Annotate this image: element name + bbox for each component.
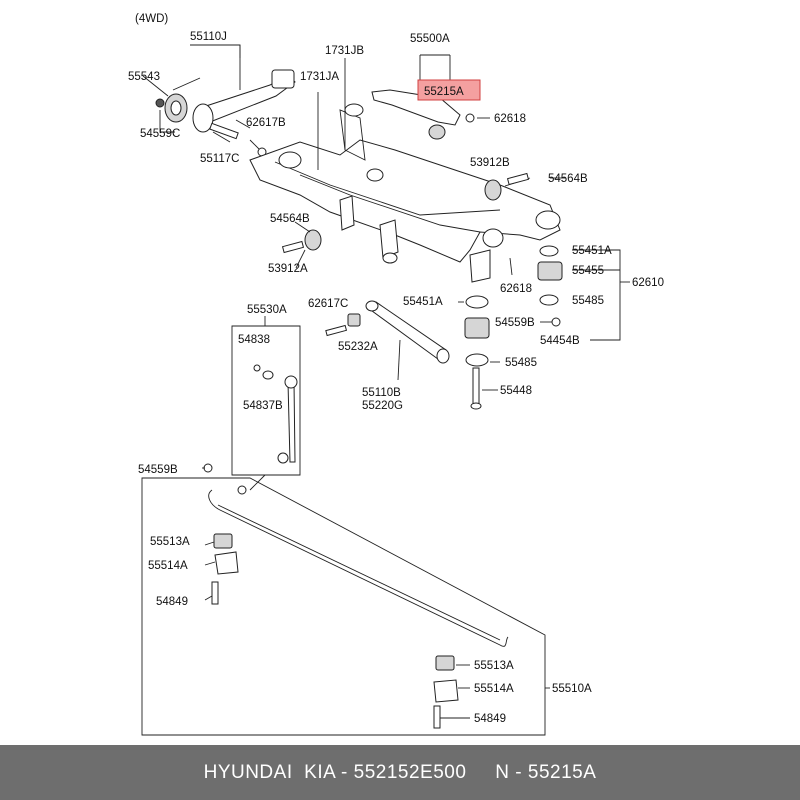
label-55513A-left: 55513A	[150, 536, 190, 548]
stabilizer-bar-box	[141, 463, 550, 736]
label-55117C: 55117C	[200, 153, 239, 165]
highlight-box	[417, 79, 481, 101]
label-54559B-right: 54559B	[495, 317, 535, 329]
label-53912A: 53912A	[268, 263, 308, 275]
label-54838: 54838	[238, 334, 270, 346]
label-55448: 55448	[500, 385, 532, 397]
part-labels: 55110J 55543 54559C 55117C 62617B 1731JB…	[128, 31, 664, 725]
bushing-53912A	[281, 229, 322, 254]
label-62618-bottom: 62618	[500, 283, 532, 295]
label-55513A-right: 55513A	[474, 660, 514, 672]
label-55110J: 55110J	[190, 31, 227, 43]
label-54559C: 54559C	[140, 128, 180, 140]
label-54849-left: 54849	[156, 596, 188, 608]
label-54849-right: 54849	[474, 713, 506, 725]
label-55510A: 55510A	[552, 683, 592, 695]
label-62617C: 62617C	[308, 298, 348, 310]
crossmember-62610	[249, 58, 561, 283]
label-55215A-highlighted: 55215A	[424, 86, 464, 98]
label-54837B: 54837B	[243, 400, 283, 412]
label-54564B-left: 54564B	[270, 213, 310, 225]
label-55514A-left: 55514A	[148, 560, 188, 572]
footer-part-number: HYUNDAI KIA - 552152E500 N - 55215A	[203, 761, 597, 783]
parts-diagram: (4WD)	[128, 13, 664, 736]
label-62610: 62610	[632, 277, 664, 289]
leader-lines	[142, 75, 566, 719]
label-55451A-top: 55451A	[572, 245, 612, 257]
label-55530A: 55530A	[247, 304, 287, 316]
label-1731JB: 1731JB	[325, 45, 364, 57]
lower-arm-55110B	[325, 300, 450, 381]
label-55110B: 55110B	[362, 387, 401, 399]
label-54559B-left: 54559B	[138, 464, 178, 476]
label-54564B-right: 54564B	[548, 173, 588, 185]
footer-bar: HYUNDAI KIA - 552152E500 N - 55215A	[0, 745, 800, 800]
variant-label: (4WD)	[135, 13, 168, 25]
label-1731JA: 1731JA	[300, 71, 339, 83]
label-55220G: 55220G	[362, 400, 403, 412]
label-53912B: 53912B	[470, 157, 510, 169]
label-55543: 55543	[128, 71, 160, 83]
stabilizer-link-box	[231, 316, 301, 491]
upper-arm-assembly	[155, 44, 296, 157]
label-55451A-bottom: 55451A	[403, 296, 443, 308]
label-55485-bottom: 55485	[505, 357, 537, 369]
mount-stack	[464, 245, 630, 410]
label-55232A: 55232A	[338, 341, 378, 353]
label-54454B: 54454B	[540, 335, 580, 347]
label-55485-top: 55485	[572, 295, 604, 307]
label-55500A: 55500A	[410, 33, 450, 45]
label-55455: 55455	[572, 265, 604, 277]
label-62618-top: 62618	[494, 113, 526, 125]
bushing-53912B	[484, 172, 531, 201]
label-55514A-right: 55514A	[474, 683, 514, 695]
label-62617B: 62617B	[246, 117, 286, 129]
